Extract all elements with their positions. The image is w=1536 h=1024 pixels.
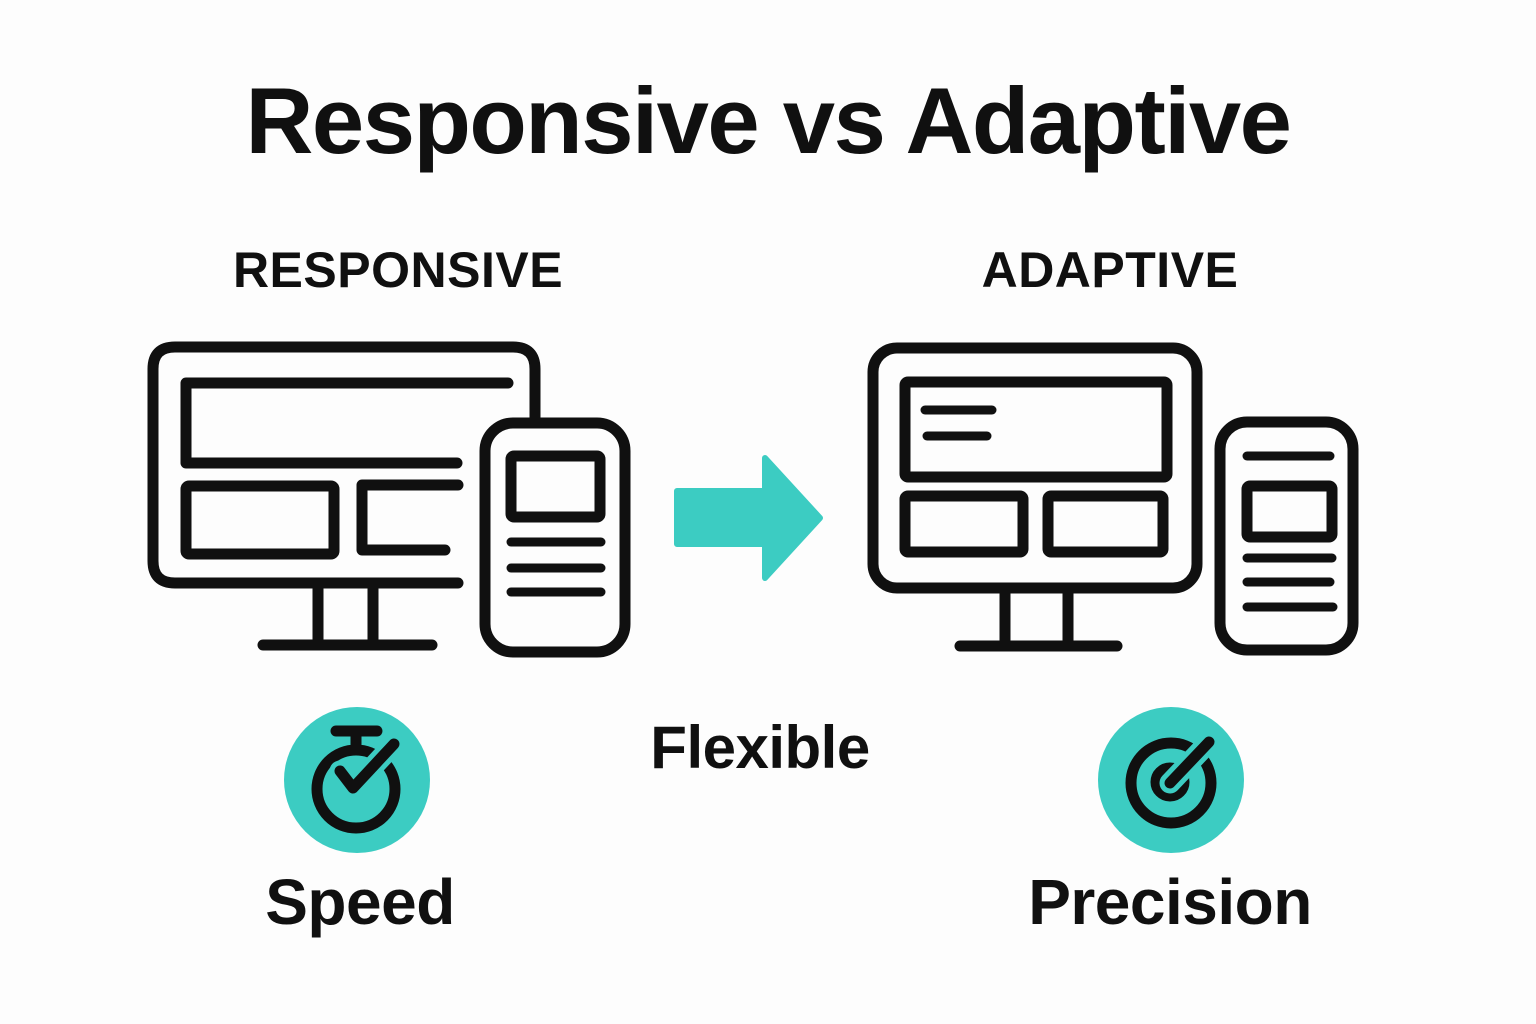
- desktop-monitor-icon: [867, 342, 1203, 652]
- smartphone-icon: [479, 417, 631, 658]
- flexible-label: Flexible: [650, 714, 870, 781]
- precision-label: Precision: [1028, 866, 1312, 938]
- stopwatch-icon: [284, 707, 430, 853]
- desktop-monitor-icon: [147, 341, 541, 651]
- target-icon: [1098, 707, 1244, 853]
- responsive-label: RESPONSIVE: [232, 242, 564, 298]
- speed-label: Speed: [265, 866, 455, 938]
- page-title: Responsive vs Adaptive: [245, 68, 1292, 173]
- adaptive-devices-illustration: [867, 342, 1359, 656]
- arrow-right-icon: [674, 455, 823, 581]
- adaptive-label: ADAPTIVE: [981, 242, 1239, 298]
- smartphone-icon: [1214, 416, 1359, 656]
- responsive-devices-illustration: [147, 341, 631, 658]
